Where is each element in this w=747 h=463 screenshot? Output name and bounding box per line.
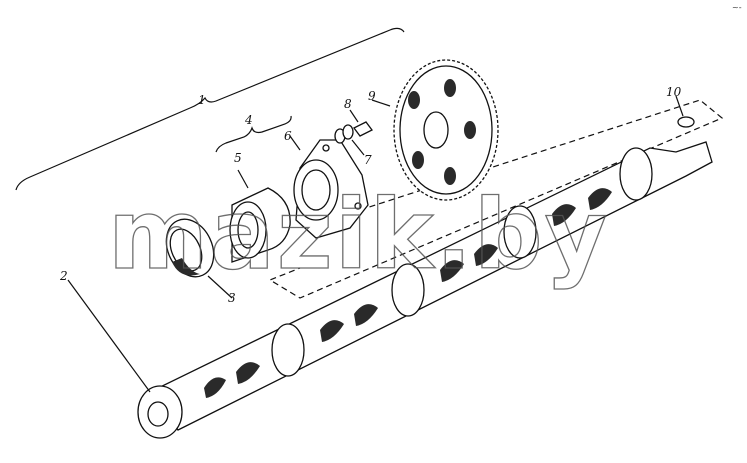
callout-7: 7 <box>364 153 372 167</box>
timing-gear-part-9 <box>371 59 499 201</box>
watermark-text: mazik.by <box>108 179 609 291</box>
sleeve-part-5 <box>229 169 291 263</box>
callout-4: 4 <box>244 113 253 127</box>
bolt-part-8 <box>349 109 373 137</box>
callout-2: 2 <box>59 269 68 283</box>
camshaft-part-2 <box>67 141 713 439</box>
callout-1: 1 <box>198 93 206 107</box>
callout-9: 9 <box>368 89 376 103</box>
callout-10: 10 <box>666 85 682 99</box>
assembly-dashed-outline <box>268 99 724 299</box>
callout-8: 8 <box>344 97 352 111</box>
group-4-brace <box>215 115 292 153</box>
callout-3: 3 <box>228 291 236 305</box>
key-part-10 <box>675 95 695 128</box>
flanged-bearing-part-6 <box>289 135 369 239</box>
callout-6: 6 <box>284 129 292 143</box>
washer-part-7 <box>334 124 365 156</box>
bushing-ring-part-3 <box>165 218 233 299</box>
group-1-brace <box>15 27 405 191</box>
corner-mark: ~- <box>732 3 742 12</box>
callout-5: 5 <box>234 151 242 165</box>
